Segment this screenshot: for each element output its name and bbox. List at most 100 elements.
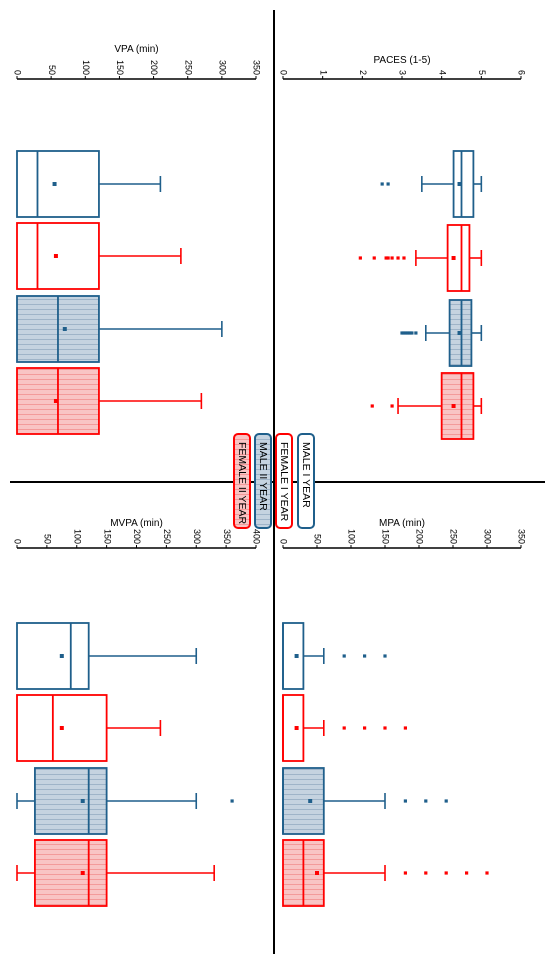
outlier-point <box>386 182 390 186</box>
tick-label: 200 <box>415 529 425 544</box>
legend-item-female-i-year: FEMALE I YEAR <box>275 433 293 529</box>
tick-label: 2 <box>358 70 368 75</box>
legend-item-female-ii-year: FEMALE II YEAR <box>233 433 251 529</box>
box-iqr <box>282 694 305 762</box>
mean-marker <box>53 254 58 258</box>
outlier-point <box>358 256 362 260</box>
box-iqr <box>282 622 305 690</box>
mean-marker <box>315 871 319 875</box>
legend-box <box>233 433 251 529</box>
mean-marker <box>308 799 313 803</box>
tick-label: 250 <box>449 529 459 544</box>
tick-label: 100 <box>72 529 82 544</box>
mean-marker <box>52 182 57 186</box>
tick-label: 0 <box>13 70 23 75</box>
tick-label: 200 <box>149 60 159 75</box>
box-female-ii-year <box>370 372 483 440</box>
tick-label: 300 <box>483 529 493 544</box>
box-iqr <box>34 767 108 835</box>
mean-marker <box>59 654 64 658</box>
outlier-point <box>403 871 407 875</box>
tick-label: 150 <box>115 60 125 75</box>
outlier-point <box>363 726 367 730</box>
outlier-point <box>390 404 394 408</box>
box-male-ii-year <box>282 767 448 835</box>
tick-label: 100 <box>81 60 91 75</box>
box-male-ii-year <box>16 295 223 363</box>
outlier-point <box>370 404 374 408</box>
outlier-point <box>424 799 428 803</box>
outlier-point <box>403 799 407 803</box>
axis-title: VPA (min) <box>114 44 158 55</box>
tick-label: 4 <box>437 70 447 75</box>
outlier-point <box>408 331 412 335</box>
outlier-point <box>410 331 414 335</box>
box-iqr <box>452 150 475 218</box>
tick-label: 350 <box>252 60 262 75</box>
outlier-point <box>383 654 387 658</box>
mean-marker <box>59 726 64 730</box>
tick-label: 50 <box>47 65 57 75</box>
outlier-point <box>404 331 408 335</box>
outlier-point <box>363 654 367 658</box>
tick-label: 300 <box>217 60 227 75</box>
box-female-i-year <box>358 224 483 292</box>
tick-label: 50 <box>43 534 53 544</box>
tick-label: 150 <box>381 529 391 544</box>
box-iqr <box>282 767 325 835</box>
legend-label: MALE II YEAR <box>257 442 269 511</box>
tick-label: 50 <box>313 534 323 544</box>
axis-title: MPA (min) <box>379 518 425 529</box>
box-male-i-year <box>380 150 483 218</box>
box-iqr <box>16 622 90 690</box>
outlier-point <box>414 331 418 335</box>
legend-box <box>254 433 272 529</box>
outlier-point <box>342 654 346 658</box>
tick-label: 0 <box>13 539 23 544</box>
tick-label: 1 <box>318 70 328 75</box>
box-female-ii-year <box>16 367 203 435</box>
tick-label: 3 <box>398 70 408 75</box>
box-male-ii-year <box>400 299 483 367</box>
mean-marker <box>294 726 299 730</box>
box-iqr <box>16 222 100 290</box>
box-female-ii-year <box>16 839 215 907</box>
legend-label: FEMALE I YEAR <box>278 442 290 522</box>
outlier-point <box>465 871 469 875</box>
outlier-point <box>424 871 428 875</box>
box-female-ii-year <box>282 839 489 907</box>
outlier-point <box>383 726 387 730</box>
outlier-point <box>384 256 388 260</box>
legend-label: FEMALE II YEAR <box>236 442 248 524</box>
outlier-point <box>380 182 384 186</box>
tick-label: 6 <box>517 70 527 75</box>
mean-marker <box>451 256 456 260</box>
legend-box <box>275 433 293 529</box>
tick-label: 350 <box>222 529 232 544</box>
box-male-i-year <box>16 150 162 218</box>
axis-title: PACES (1-5) <box>373 55 430 66</box>
outlier-point <box>372 256 376 260</box>
tick-label: 200 <box>132 529 142 544</box>
outlier-point <box>444 871 448 875</box>
outlier-point <box>390 256 394 260</box>
tick-label: 0 <box>279 539 289 544</box>
tick-label: 100 <box>347 529 357 544</box>
outlier-point <box>342 726 346 730</box>
box-female-i-year <box>16 222 182 290</box>
legend-label: MALE I YEAR <box>300 442 312 508</box>
box-iqr <box>440 372 475 440</box>
legend: MALE I YEAR FEMALE I YEAR MALE II YEAR FEMA… <box>233 433 315 529</box>
box-iqr <box>34 839 108 907</box>
box-iqr <box>16 150 100 218</box>
outlier-point <box>230 799 234 803</box>
mean-marker <box>80 799 85 803</box>
mean-marker <box>80 871 85 875</box>
box-female-i-year <box>282 694 407 762</box>
mean-marker <box>62 327 67 331</box>
